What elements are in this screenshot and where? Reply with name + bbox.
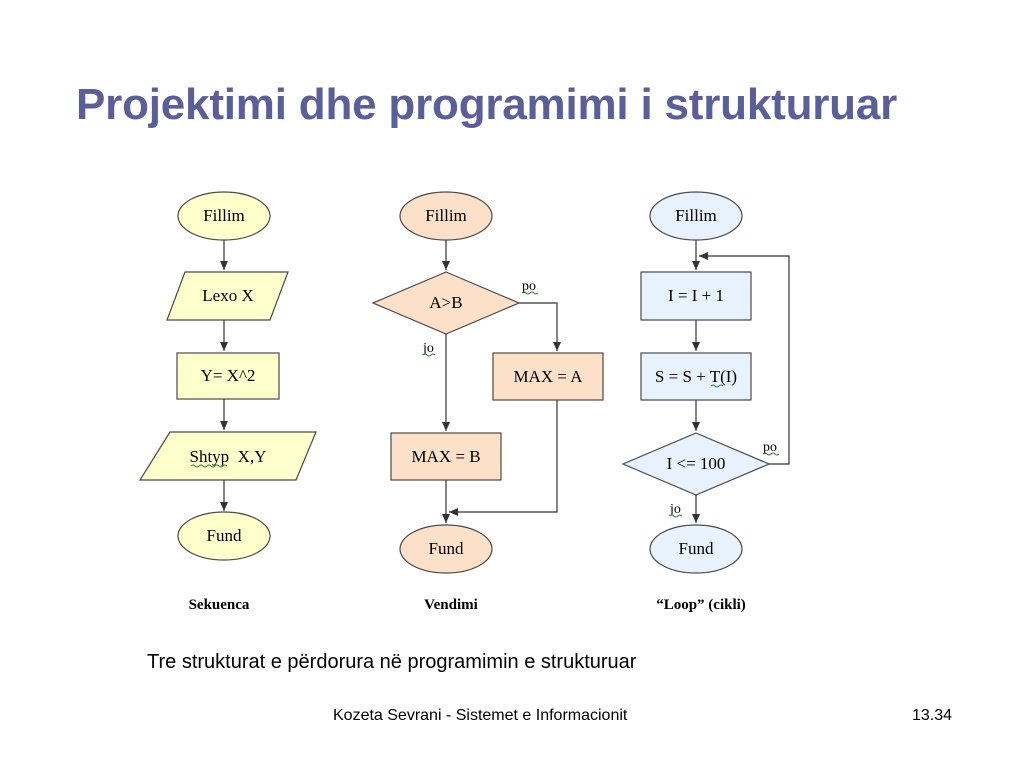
decision-no-process-label: MAX = B — [411, 447, 480, 466]
spellcheck-underline — [521, 291, 539, 295]
flowchart-diagram: Fillim Lexo X Y= X^2 Shtyp X,Y Fund Seku… — [138, 191, 790, 613]
decision-end-node — [399, 524, 493, 574]
sequence-input-label: Lexo X — [202, 286, 253, 305]
sequence-end-node — [177, 511, 271, 561]
loop-increment-node — [640, 271, 752, 321]
sequence-start-label: Fillim — [203, 206, 245, 225]
slide-title: Projektimi dhe programimi i strukturuar — [76, 80, 898, 129]
loop-flowchart: Fillim I = I + 1 S = S + T(I) I <= 100 p… — [621, 191, 790, 613]
loop-end-node — [649, 524, 743, 574]
loop-increment-label: I = I + 1 — [668, 286, 724, 305]
spellcheck-underline — [422, 353, 436, 357]
decision-yes-process-node — [492, 352, 604, 401]
loop-accumulate-node — [640, 352, 752, 401]
decision-yes-label: po — [522, 279, 536, 294]
spellcheck-underline — [710, 384, 724, 388]
footer-author: Kozeta Sevrani - Sistemet e Informacioni… — [333, 707, 628, 724]
page-number: 13.34 — [912, 707, 953, 724]
decision-no-label: jo — [422, 341, 434, 356]
loop-back-arrow — [699, 252, 790, 465]
decision-yes-arrow — [519, 302, 561, 351]
sequence-caption: Sekuenca — [189, 597, 250, 613]
sequence-input-node — [166, 271, 289, 321]
loop-caption: “Loop” (cikli) — [656, 597, 746, 613]
spellcheck-underline — [190, 464, 228, 468]
slide-subtitle: Tre strukturat e përdorura në programimi… — [147, 651, 637, 673]
decision-yes-process-label: MAX = A — [513, 367, 583, 386]
decision-flowchart: Fillim A>B po jo MAX = A MAX = B Fund Ve… — [371, 191, 604, 613]
loop-yes-label: po — [763, 440, 777, 455]
spellcheck-underline — [762, 452, 780, 456]
decision-no-process-node — [390, 432, 502, 481]
sequence-flowchart: Fillim Lexo X Y= X^2 Shtyp X,Y Fund Seku… — [138, 191, 317, 613]
sequence-output-label: Shtyp X,Y — [190, 447, 267, 466]
sequence-end-label: Fund — [207, 526, 242, 545]
decision-merge-line — [449, 400, 558, 516]
loop-accumulate-label: S = S + T(I) — [655, 367, 737, 386]
loop-condition-label: I <= 100 — [667, 454, 726, 473]
decision-end-label: Fund — [429, 539, 464, 558]
decision-start-label: Fillim — [425, 206, 467, 225]
loop-end-label: Fund — [679, 539, 714, 558]
decision-condition-label: A>B — [429, 293, 462, 312]
sequence-output-node — [138, 431, 317, 481]
loop-start-label: Fillim — [675, 206, 717, 225]
decision-caption: Vendimi — [424, 597, 478, 613]
sequence-process-node — [176, 352, 280, 400]
sequence-process-label: Y= X^2 — [201, 366, 256, 385]
loop-no-label: jo — [669, 502, 681, 517]
spellcheck-underline — [669, 514, 683, 518]
